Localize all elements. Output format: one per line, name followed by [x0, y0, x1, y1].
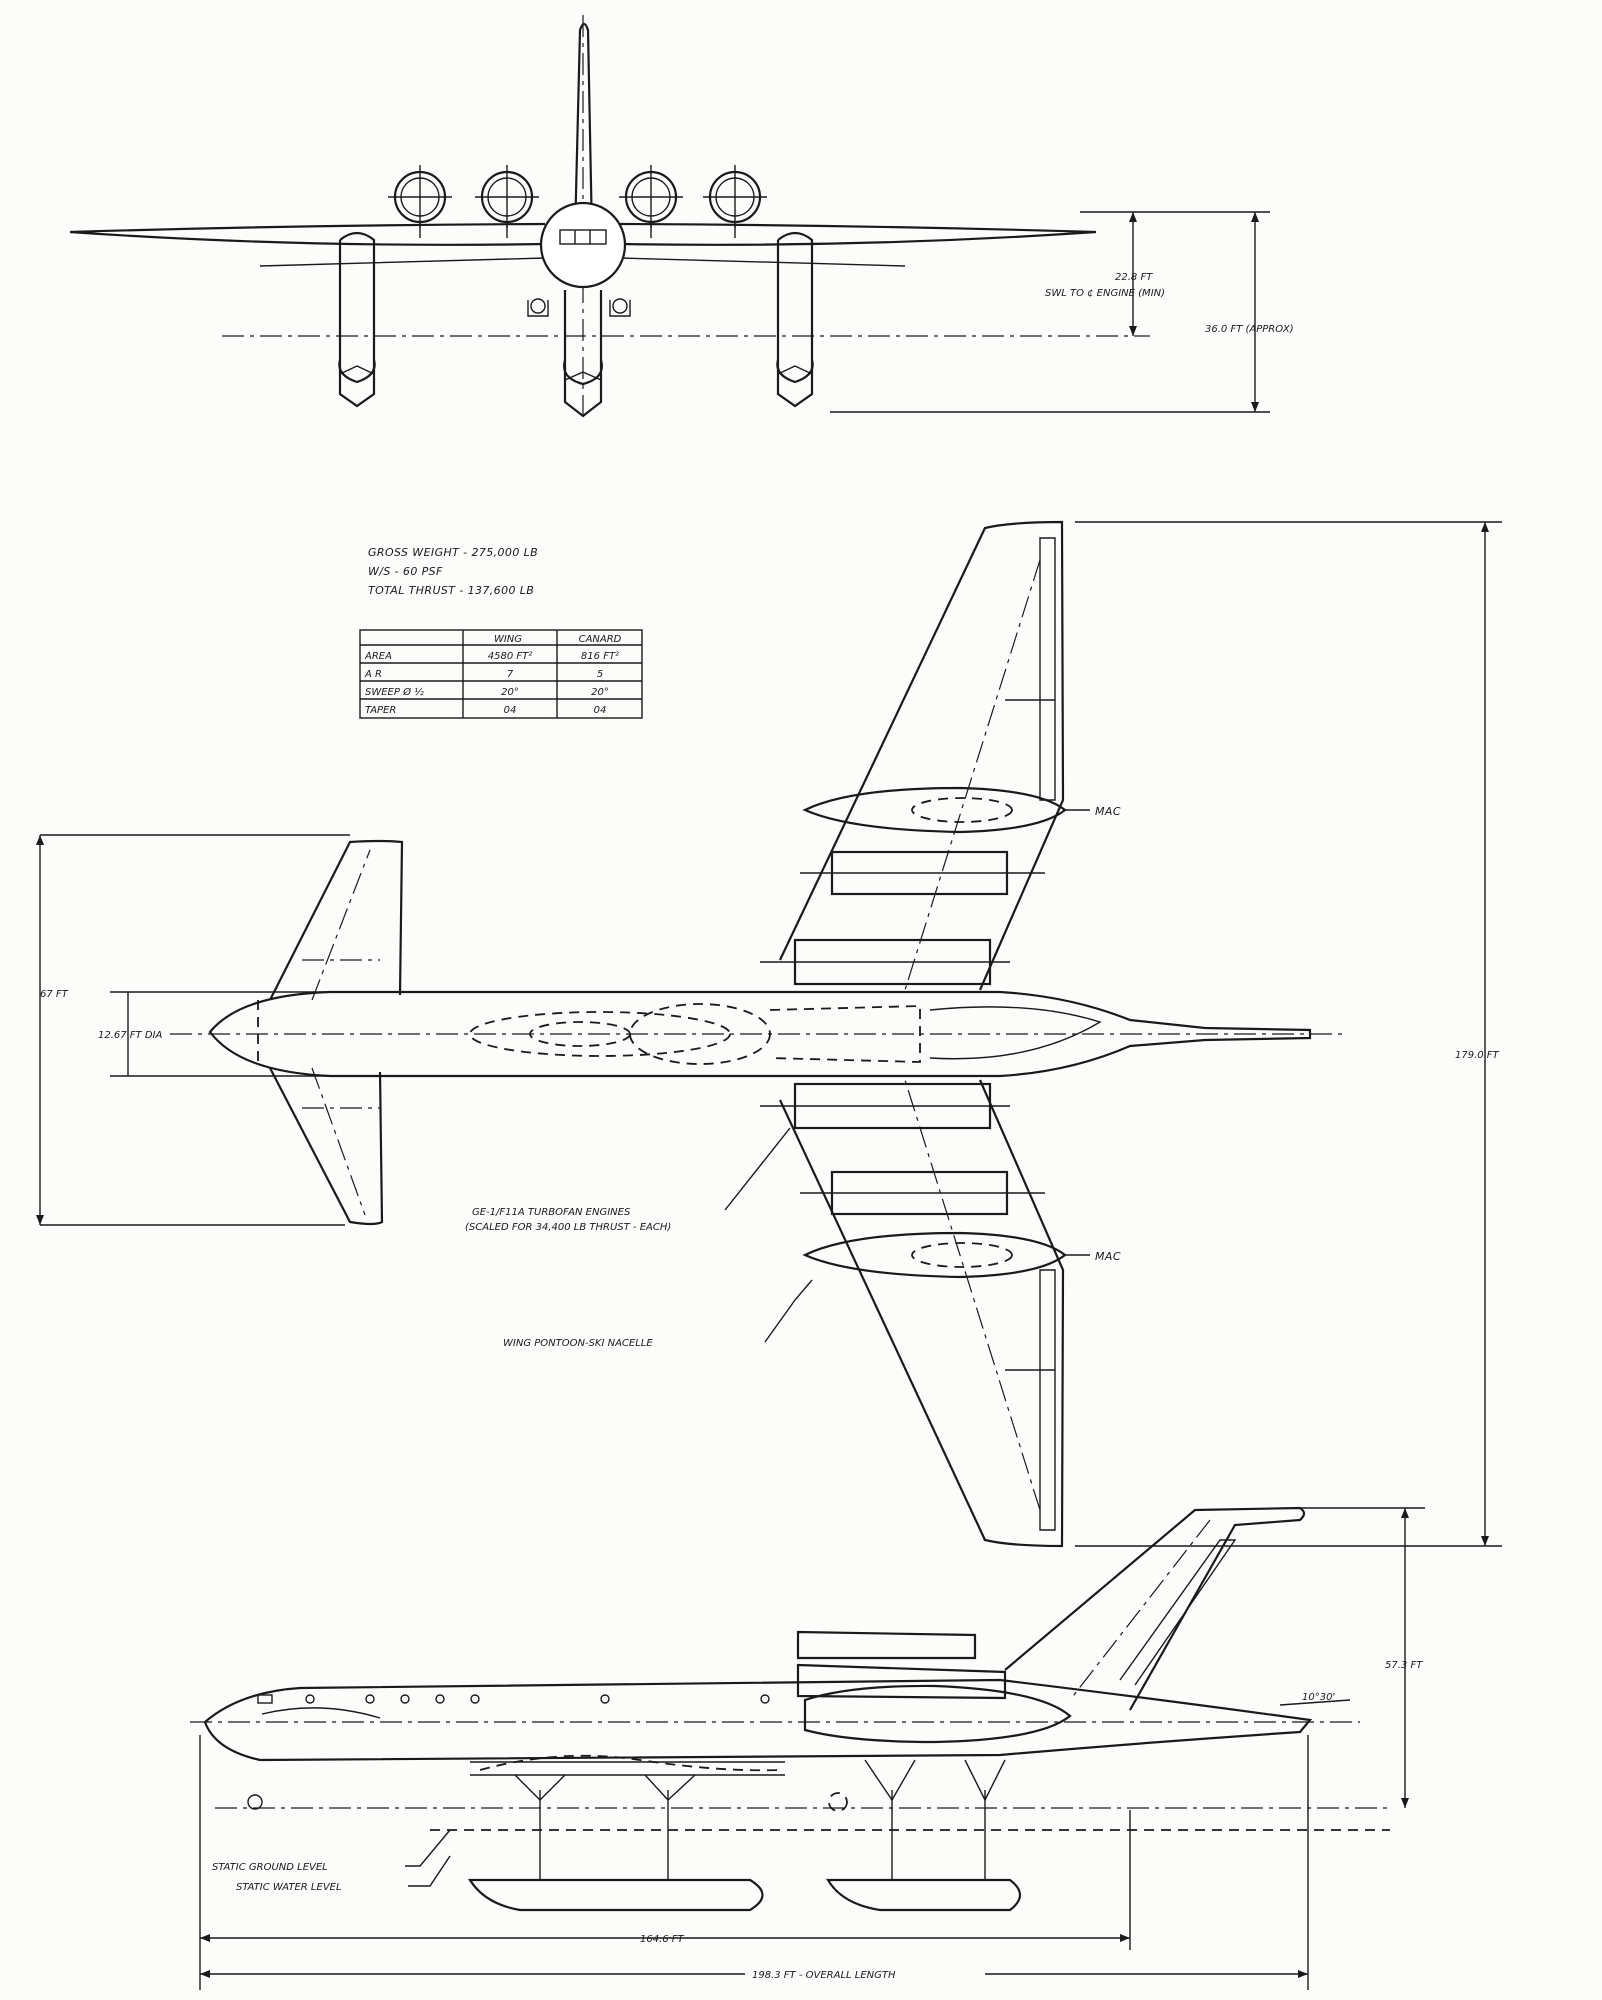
front-engines — [388, 165, 767, 238]
spec-total-thrust: TOTAL THRUST - 137,600 LB — [368, 584, 534, 597]
dim-engine-value: 22.8 FT — [1115, 272, 1153, 283]
ground-label: STATIC GROUND LEVEL — [212, 1862, 328, 1873]
table-cell: 4580 FT² — [488, 651, 533, 662]
side-view: 57.3 FT 10°30' STATIC GROUND LEVEL STATI… — [190, 1506, 1425, 1990]
floats — [468, 1759, 1022, 1912]
water-label: STATIC WATER LEVEL — [236, 1882, 342, 1893]
specs-block: GROSS WEIGHT - 275,000 LB W/S - 60 PSF T… — [368, 546, 538, 597]
dia-dim: 12.67 FT DIA — [98, 1030, 162, 1041]
engine-note-1: GE-1/F11A TURBOFAN ENGINES — [472, 1207, 631, 1218]
table-cell: A R — [364, 669, 382, 680]
plan-engines — [760, 850, 1045, 1216]
front-view: 22.8 FT SWL TO ¢ ENGINE (MIN) 36.0 FT (A… — [69, 15, 1294, 420]
table-cell: 816 FT² — [581, 651, 619, 662]
table-cell: 20° — [501, 687, 519, 698]
pontoon-lower: MAC — [802, 1231, 1121, 1279]
spec-gross-weight: GROSS WEIGHT - 275,000 LB — [368, 546, 538, 559]
pontoon-upper: MAC — [802, 786, 1121, 834]
spec-wing-loading: W/S - 60 PSF — [368, 565, 443, 578]
side-windows — [305, 1694, 770, 1704]
table-cell: TAPER — [365, 705, 396, 716]
table-cell: SWEEP Ø ½ — [365, 686, 424, 698]
mac-upper-label: MAC — [1095, 805, 1121, 818]
dim-engine-desc: SWL TO ¢ ENGINE (MIN) — [1045, 288, 1165, 299]
length-overall: 198.3 FT - OVERALL LENGTH — [752, 1970, 896, 1981]
table-cell: 04 — [504, 705, 517, 716]
table-cell: 04 — [594, 705, 607, 716]
mac-lower-label: MAC — [1095, 1250, 1121, 1263]
wing-span-dim: 179.0 FT — [1455, 1050, 1500, 1061]
dim-height: 36.0 FT (APPROX) — [1205, 324, 1294, 335]
table-cell: 7 — [507, 669, 514, 680]
table-cell: 20° — [591, 687, 609, 698]
table-header-canard: CANARD — [579, 634, 622, 645]
table-cell: 5 — [597, 669, 603, 680]
height-dim: 57.3 FT — [1385, 1660, 1423, 1671]
engine-note-2: (SCALED FOR 34,400 LB THRUST - EACH) — [465, 1222, 671, 1233]
pontoon-note: WING PONTOON-SKI NACELLE — [503, 1338, 653, 1349]
spec-table: WING CANARD AREA 4580 FT² 816 FT² A R 7 … — [359, 629, 643, 719]
angle-dim: 10°30' — [1302, 1692, 1335, 1703]
length-inner: 164.6 FT — [640, 1934, 685, 1945]
span-dim: 67 FT — [40, 989, 69, 1000]
table-header-wing: WING — [494, 634, 522, 645]
plan-view: MAC MAC 67 FT 12.67 FT DIA 179.0 FT — [36, 520, 1502, 1548]
table-cell: AREA — [364, 651, 392, 662]
